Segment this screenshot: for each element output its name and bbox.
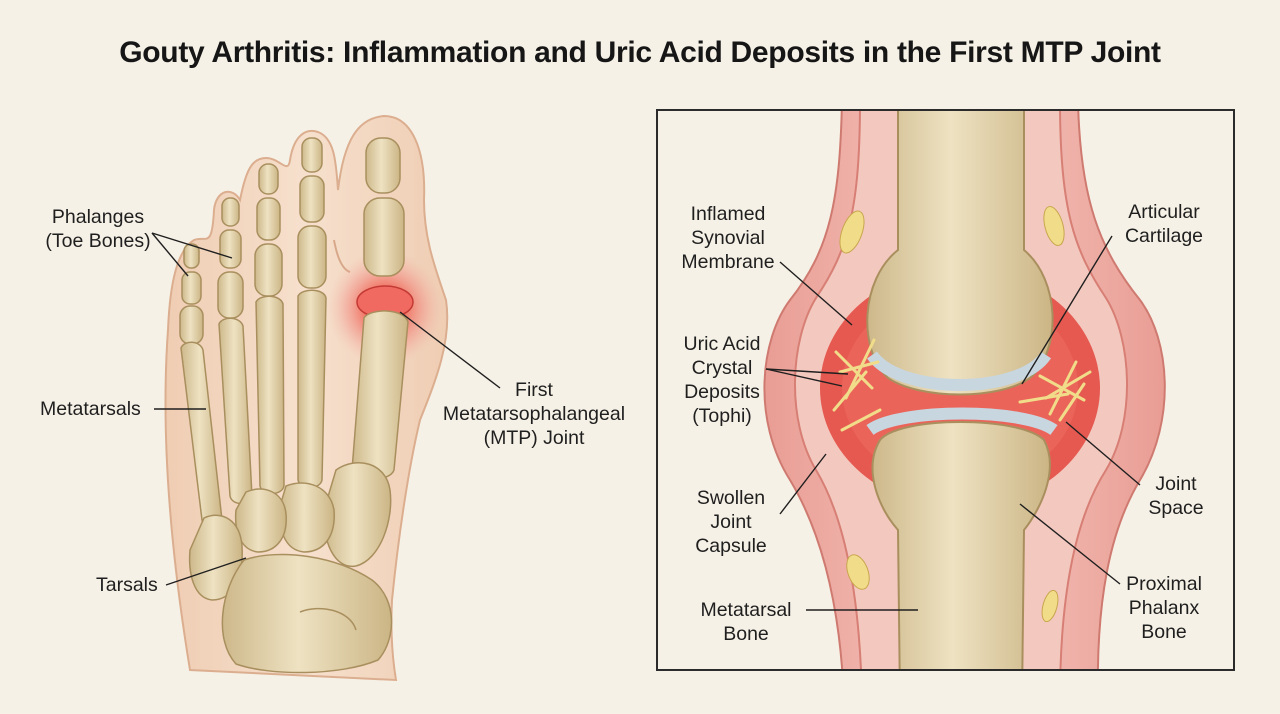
leader-lines [151, 232, 1141, 611]
phalanx-shaft [871, 421, 1051, 669]
label-metatarsals: Metatarsals [40, 398, 141, 420]
metatarsal-shaft [866, 111, 1054, 396]
label-inflamed-synovial-membrane: Inflamed Synovial Membrane [681, 203, 775, 273]
label-metatarsal-bone: Metatarsal Bone [700, 599, 792, 645]
label-tarsals: Tarsals [96, 574, 158, 596]
uric-acid-crystals [832, 338, 1092, 432]
label-swollen-joint-capsule: Swollen Joint Capsule [695, 487, 767, 557]
tarsal-bones [188, 462, 393, 674]
label-phalanges: Phalanges (Toe Bones) [45, 206, 151, 252]
tophi-deposits [839, 206, 1065, 623]
phalanges-bones [179, 137, 405, 345]
joint-cross-section [658, 111, 1233, 669]
label-uric-acid-crystals: Uric Acid Crystal Deposits (Tophi) [683, 333, 761, 427]
label-articular-cartilage: Articular Cartilage [1124, 201, 1204, 247]
label-proximal-phalanx-bone: Proximal Phalanx Bone [1126, 573, 1202, 643]
label-mtp-joint: First Metatarsophalangeal (MTP) Joint [442, 379, 626, 449]
diagram-title: Gouty Arthritis: Inflammation and Uric A… [119, 36, 1161, 69]
foot-illustration [164, 114, 449, 682]
label-joint-space: Joint Space [1148, 473, 1204, 519]
